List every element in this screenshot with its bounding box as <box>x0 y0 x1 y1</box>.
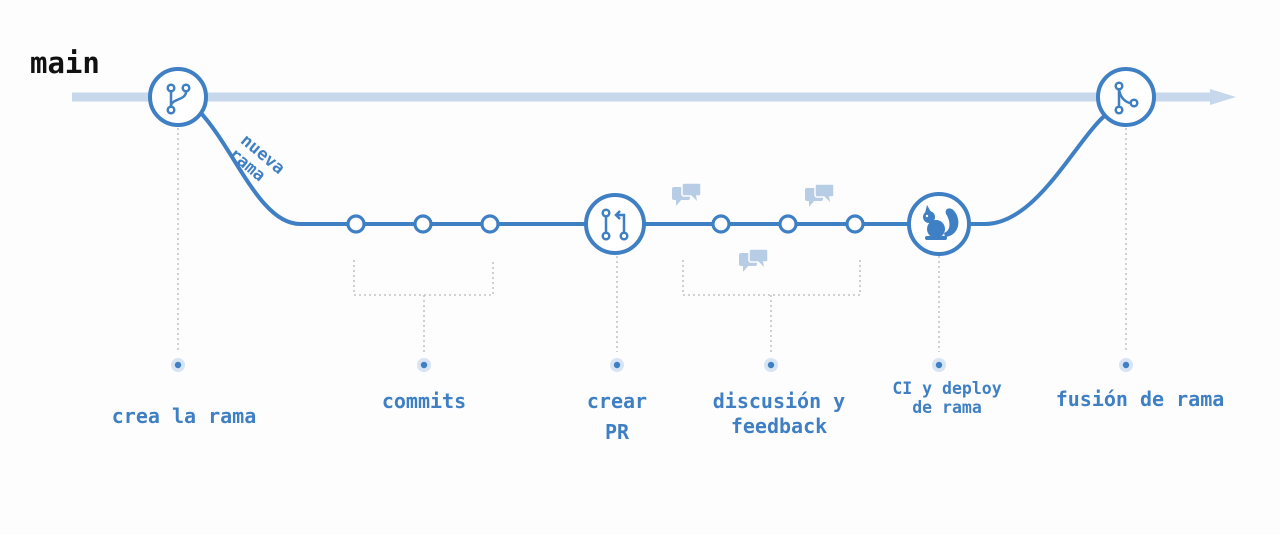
step-marker <box>171 358 185 372</box>
git-merge-icon <box>1096 67 1156 127</box>
commit-node <box>480 214 500 234</box>
step-label-ci-deploy: CI y deploy de rama <box>872 379 1022 418</box>
guide-lines <box>177 128 1127 352</box>
step-label-line: crear <box>586 389 648 413</box>
step-label-commits: commits <box>381 389 467 413</box>
step-marker <box>610 358 624 372</box>
squirrel-icon <box>907 192 971 256</box>
step-marker <box>417 358 431 372</box>
git-branch-icon <box>148 67 208 127</box>
main-branch-arrow <box>1210 89 1236 105</box>
step-markers <box>171 358 1133 372</box>
feature-branch-line <box>198 108 1114 226</box>
step-label-discusion: discusión y feedback <box>684 390 874 438</box>
step-label-line: discusión y <box>712 389 846 413</box>
speech-bubbles-icon <box>739 248 769 272</box>
step-marker <box>1119 358 1133 372</box>
commit-node <box>845 214 865 234</box>
commit-node <box>711 214 731 234</box>
main-branch-label: main <box>30 46 100 80</box>
step-marker <box>932 358 946 372</box>
commit-node <box>778 214 798 234</box>
step-label-line: PR <box>604 420 630 444</box>
step-label-line: feedback <box>730 414 828 438</box>
pull-request-icon <box>584 193 646 255</box>
commit-node <box>413 214 433 234</box>
step-label-fusion: fusión de rama <box>1055 387 1225 411</box>
speech-bubbles-icon <box>805 183 835 207</box>
step-label-crear-pr: crear PR <box>552 390 682 444</box>
step-label-line: CI y deploy <box>892 379 1002 398</box>
step-label-crea-rama: crea la rama <box>111 404 257 428</box>
speech-bubbles-icon <box>672 182 702 206</box>
commit-node <box>346 214 366 234</box>
step-label-line: de rama <box>912 397 982 417</box>
step-marker <box>764 358 778 372</box>
